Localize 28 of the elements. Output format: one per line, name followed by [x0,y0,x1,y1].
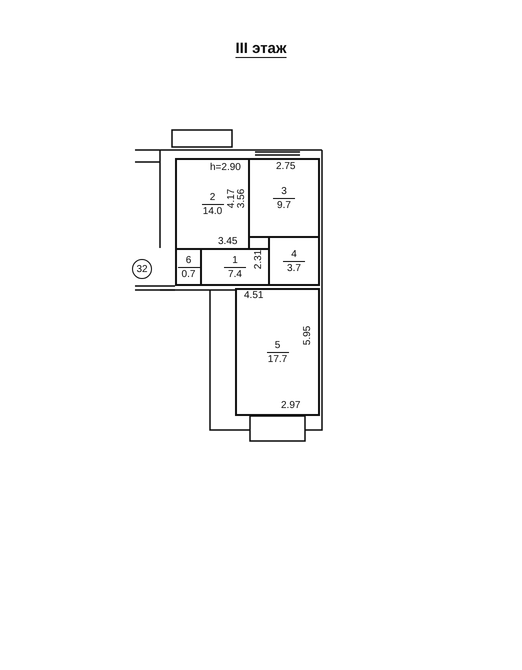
room-number: 1 [232,254,238,266]
room-number: 3 [281,186,287,196]
room-area: 0.7 [182,268,196,280]
room-area: 17.7 [268,354,288,364]
dimension-label: 4.51 [244,290,264,301]
dimension-label: 5.95 [302,326,314,346]
dimension-label: 2.31 [253,250,264,270]
room-area: 7.4 [228,268,242,280]
room-number: 6 [186,254,192,266]
floor-title: III этаж [234,40,288,57]
room-area: 3.7 [287,262,301,274]
dimension-label: h=2.90 [210,162,241,173]
dimension-label: 2.97 [281,400,300,411]
room [268,236,320,286]
room-number: 4 [291,248,297,260]
room-area: 14.0 [202,206,222,216]
room-number: 2 [210,192,216,202]
room [235,288,320,416]
room [200,248,270,286]
dimension-label: 3.56 [236,188,248,208]
room [248,158,320,238]
dimension-label: 3.45 [218,236,238,247]
room [175,248,202,286]
room-area: 9.7 [277,200,291,210]
apartment-number: 32 [136,264,148,274]
dimension-label: 2.75 [276,161,296,172]
room-number: 5 [274,340,280,350]
apartment-number-circle [132,259,152,279]
